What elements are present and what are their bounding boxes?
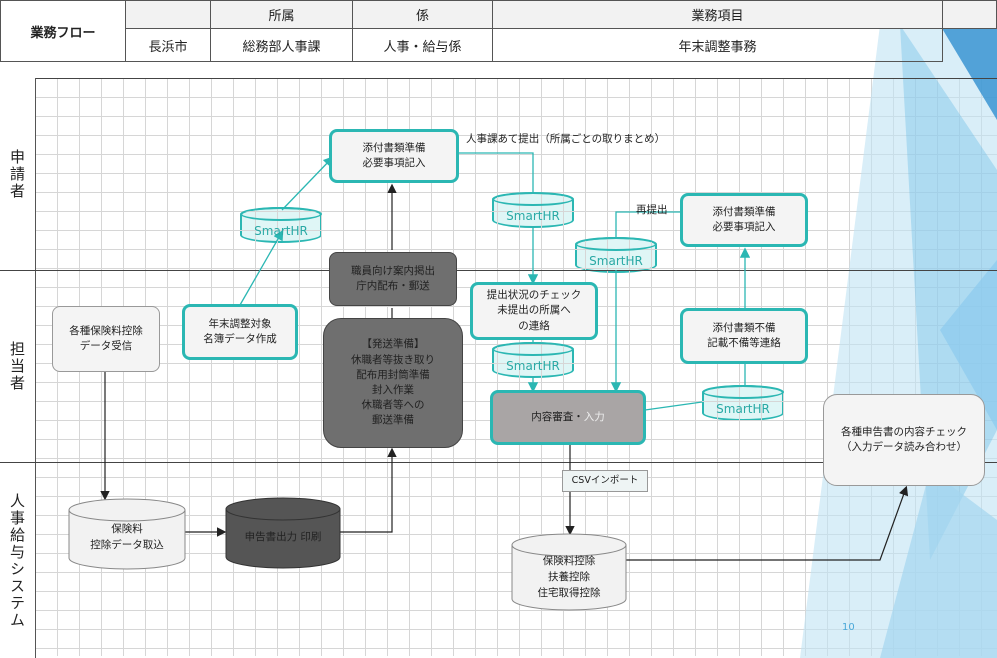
header-col-dept: 所属	[210, 0, 353, 29]
final-check-node: 各種申告書の内容チェック （入力データ読み合わせ）	[823, 394, 985, 486]
smarthr-db-3: SmartHR	[575, 237, 657, 273]
smarthr-label: SmartHR	[506, 359, 560, 373]
list-create-node: 年末調整対象 名簿データ作成	[182, 304, 298, 360]
csv-import-label: CSVインポート	[562, 470, 648, 492]
smarthr-db-5: SmartHR	[702, 385, 784, 421]
input-label: 入力	[583, 410, 605, 423]
attach-docs-node-2: 添付書類準備 必要事項記入	[680, 193, 808, 247]
insurance-import-node: 保険料 控除データ取込	[90, 523, 164, 551]
smarthr-label: SmartHR	[716, 402, 770, 416]
insurance-receive-node: 各種保険料控除 データ受信	[52, 306, 160, 372]
header-section: 人事・給与係	[352, 28, 493, 62]
smarthr-label: SmartHR	[254, 224, 308, 238]
lane-divider	[0, 462, 997, 463]
smarthr-db-1: SmartHR	[240, 207, 322, 243]
submit-note: 人事課あて提出（所属ごとの取りまとめ）	[466, 133, 666, 145]
header-task: 年末調整事務	[492, 28, 943, 62]
lane-divider	[0, 78, 997, 79]
lane-staff: 担当者	[0, 271, 36, 462]
review-label: 内容審査・	[531, 410, 584, 423]
smarthr-label: SmartHR	[506, 209, 560, 223]
flow-label: 業務フロー	[0, 0, 126, 62]
insurance-import-db-shape	[68, 498, 186, 570]
review-input-node: 内容審査・入力	[490, 390, 646, 445]
defect-contact-node: 添付書類不備 記載不備等連絡	[680, 308, 808, 364]
header-dept: 総務部人事課	[210, 28, 353, 62]
header-col-blank	[125, 0, 211, 29]
status-check-node: 提出状況のチェック 未提出の所属へ の連絡	[470, 282, 598, 340]
lane-hr-system: 人事給与システム	[0, 463, 36, 658]
lane-divider	[0, 270, 997, 271]
print-db-shape	[225, 497, 341, 569]
mail-prep-node: 【発送準備】 休職者等抜き取り 配布用封筒準備 封入作業 休職者等への 郵送準備	[323, 318, 463, 448]
lane-applicant: 申請者	[0, 78, 36, 270]
deductions-db-shape	[511, 533, 627, 611]
smarthr-db-4: SmartHR	[492, 342, 574, 378]
resubmit-note: 再提出	[636, 204, 668, 216]
attach-docs-node-1: 添付書類準備 必要事項記入	[329, 129, 459, 183]
smarthr-db-2: SmartHR	[492, 192, 574, 228]
guide-posting-node: 職員向け案内掲出 庁内配布・郵送	[329, 252, 457, 306]
header-city: 長浜市	[125, 28, 211, 62]
print-node: 申告書出力 印刷	[244, 531, 322, 544]
page-number: 10	[842, 622, 855, 633]
deductions-node: 保険料控除 扶養控除 住宅取得控除	[537, 555, 601, 599]
smarthr-label: SmartHR	[589, 254, 643, 268]
